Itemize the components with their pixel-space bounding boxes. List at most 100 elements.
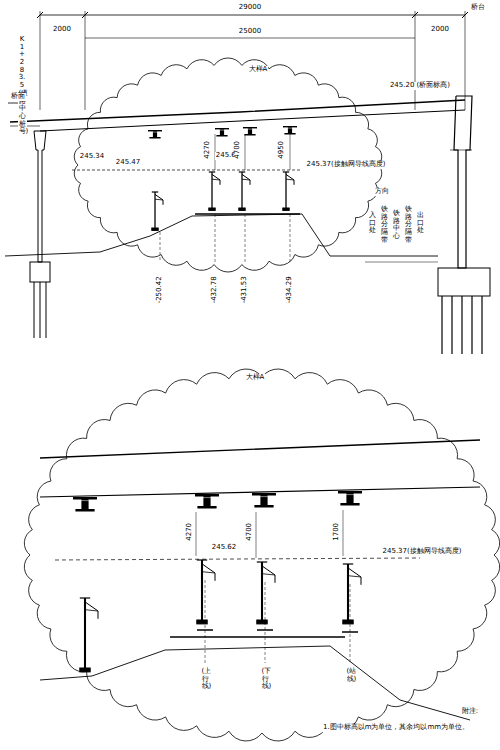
drawing-label: 方向	[374, 188, 390, 196]
pile-cap	[438, 268, 490, 296]
stroke	[441, 296, 442, 354]
polyline	[212, 174, 220, 180]
drawing-label: 桥面	[10, 93, 26, 101]
elevation-number: 4950	[278, 140, 286, 160]
stroke	[241, 172, 242, 208]
mast-base	[152, 228, 158, 230]
stroke	[152, 191, 158, 192]
stroke	[195, 213, 300, 215]
stroke	[265, 582, 266, 663]
girder-section	[252, 493, 276, 507]
mast-base	[239, 208, 245, 210]
polyline	[242, 179, 250, 181]
stroke	[461, 296, 462, 354]
line-work	[5, 11, 500, 741]
stroke	[160, 232, 161, 262]
stroke	[46, 282, 47, 338]
mast-base	[257, 620, 267, 624]
stroke	[149, 132, 162, 133]
stroke	[261, 562, 263, 620]
elevation-number: -432.78	[211, 275, 219, 304]
stroke	[82, 12, 88, 18]
stroke	[216, 130, 229, 131]
polyline	[10, 100, 465, 122]
stroke	[347, 564, 349, 620]
polyline	[286, 179, 294, 181]
drawing-label: 大样A	[248, 66, 269, 74]
stroke	[451, 296, 452, 354]
stroke	[197, 559, 207, 560]
stroke	[163, 200, 164, 205]
stroke	[412, 12, 418, 18]
polyline	[155, 194, 163, 200]
stroke	[250, 180, 251, 185]
mast-base	[209, 208, 215, 210]
drawing-label: K1+283.5 (道路中心桩号)	[18, 36, 27, 136]
drawing-label: 245.37(接触网导线高度)	[382, 548, 463, 556]
stroke	[465, 11, 466, 110]
drawing-label: (上行线)	[201, 668, 210, 691]
stroke	[74, 500, 96, 501]
stroke	[40, 282, 41, 338]
stroke	[245, 214, 246, 262]
elevation-number: 4700	[246, 522, 254, 542]
stroke	[257, 629, 273, 631]
stroke	[284, 128, 297, 129]
drawing-label: 245.62	[211, 544, 238, 552]
stroke	[205, 580, 206, 663]
drawing-label: 29000	[238, 4, 262, 12]
mast-base	[283, 208, 289, 210]
stroke	[85, 38, 415, 39]
pile-cap	[30, 262, 50, 282]
stroke	[294, 180, 295, 185]
stroke	[471, 296, 472, 354]
stroke	[40, 15, 465, 16]
stroke	[256, 512, 257, 558]
elevation-number: 4700	[234, 140, 242, 160]
stroke	[275, 575, 276, 583]
polyline	[40, 440, 480, 458]
stroke	[415, 11, 416, 110]
girder-section	[195, 494, 219, 508]
drawing-label: 2000	[430, 26, 450, 34]
drawing-label: 铁路分隔带	[404, 206, 413, 244]
elevation-number: -434.29	[286, 275, 294, 304]
polyline	[242, 174, 250, 180]
drawing-label: 大样A	[245, 374, 266, 382]
drawing-label: 附注:	[461, 708, 479, 716]
stroke	[98, 611, 99, 619]
polyline	[85, 602, 98, 611]
stroke	[154, 192, 155, 228]
polyline	[155, 199, 163, 201]
polyline	[262, 574, 275, 575]
drawing-label: 2000	[52, 26, 72, 34]
stroke	[245, 134, 246, 170]
elevation-number: 1700	[333, 522, 341, 542]
stroke	[196, 512, 197, 556]
polyline	[212, 179, 220, 181]
polyline	[34, 131, 46, 262]
stroke	[40, 11, 41, 110]
stroke	[84, 598, 86, 668]
polyline	[202, 572, 215, 573]
girder-section	[73, 497, 97, 511]
stroke	[339, 494, 361, 495]
stroke	[197, 629, 213, 631]
polyline	[40, 487, 480, 497]
stroke	[215, 573, 216, 581]
stroke	[342, 631, 358, 633]
polyline	[286, 174, 294, 180]
polyline	[454, 96, 472, 268]
polyline	[85, 610, 98, 611]
stroke	[34, 282, 35, 338]
polyline	[262, 566, 275, 575]
stroke	[220, 180, 221, 185]
stroke	[80, 597, 90, 598]
stroke	[239, 171, 245, 172]
stroke	[350, 584, 351, 663]
stroke	[211, 172, 212, 208]
mast-base	[197, 620, 207, 624]
stroke	[170, 636, 345, 638]
drawing-label: 25000	[238, 28, 262, 36]
stroke	[283, 171, 289, 172]
